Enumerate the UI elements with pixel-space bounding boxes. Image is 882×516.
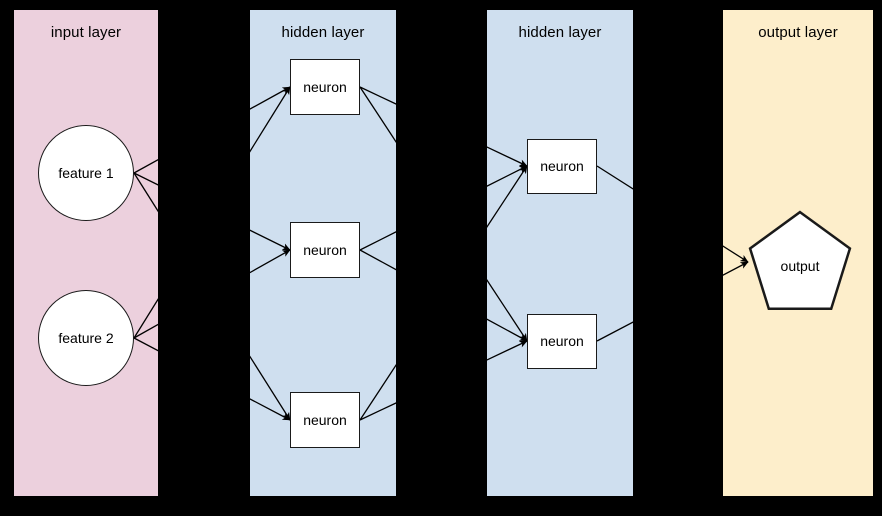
layer-title-output: output layer	[758, 24, 838, 41]
layer-background-hidden-2	[487, 10, 633, 496]
layer-panel-output: output layer output	[723, 10, 873, 496]
node-hidden-2-0[interactable]: neuron	[527, 138, 597, 194]
layer-panel-hidden-2: hidden layer neuron neuron	[487, 10, 633, 496]
node-hidden-1-2[interactable]: neuron	[290, 392, 360, 448]
node-hidden-1-1[interactable]: neuron	[290, 222, 360, 278]
node-label: feature 2	[58, 330, 114, 346]
node-label-output: output	[780, 257, 820, 274]
layer-title-hidden-1: hidden layer	[281, 24, 365, 41]
layer-panel-input: input layer feature 1 feature 2	[14, 10, 158, 496]
node-label: feature 1	[58, 165, 114, 181]
node-label: neuron	[303, 412, 347, 428]
layer-background-input	[14, 10, 158, 496]
layer-title-hidden-2: hidden layer	[518, 24, 602, 41]
node-hidden-2-1[interactable]: neuron	[527, 313, 597, 369]
layer-title-input: input layer	[50, 24, 122, 41]
node-label: neuron	[303, 242, 347, 258]
node-label: neuron	[540, 333, 584, 349]
pentagon-icon	[748, 210, 852, 311]
node-label: neuron	[303, 79, 347, 95]
node-input-0[interactable]: feature 1	[38, 125, 134, 221]
node-output[interactable]: output	[748, 210, 852, 314]
layer-panel-hidden-1: hidden layer neuron neuron neuron	[250, 10, 396, 496]
node-input-1[interactable]: feature 2	[38, 290, 134, 386]
node-label: neuron	[540, 158, 584, 174]
node-hidden-1-0[interactable]: neuron	[290, 59, 360, 115]
